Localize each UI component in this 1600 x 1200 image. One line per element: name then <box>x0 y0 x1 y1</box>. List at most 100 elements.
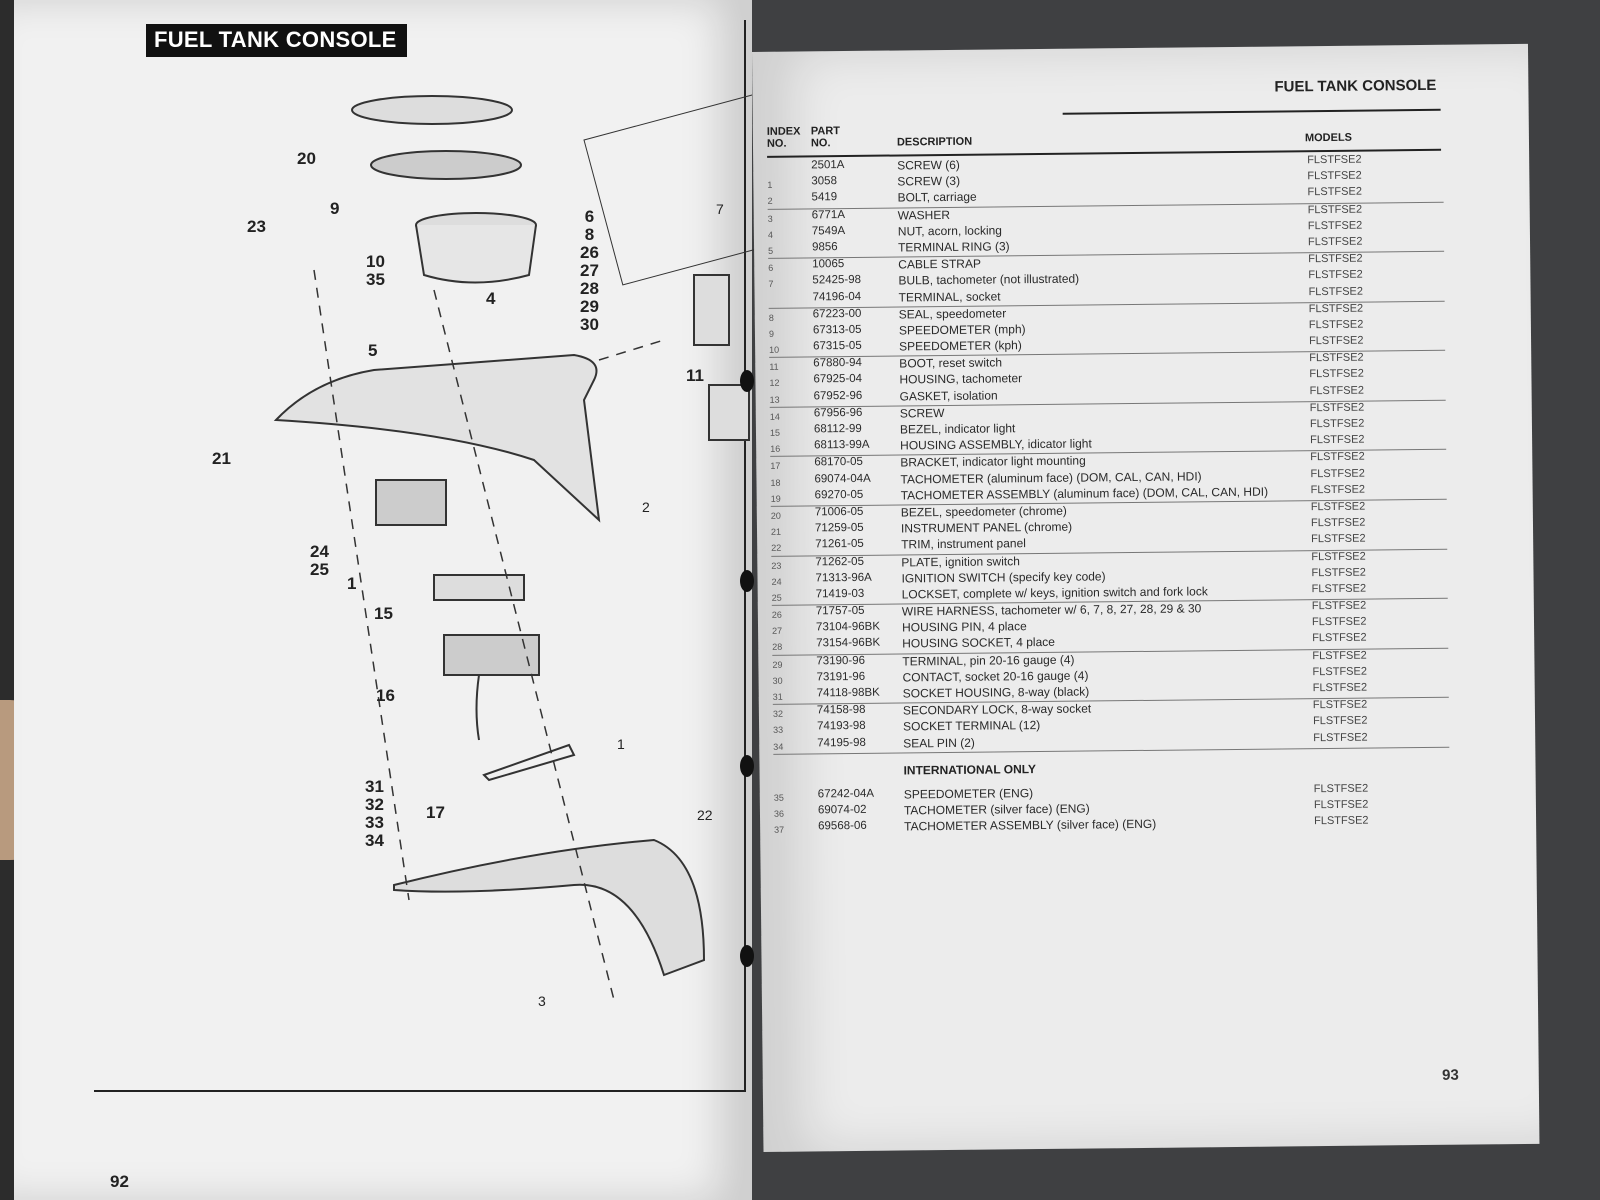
index-cell: 27 <box>772 625 783 637</box>
part-number-cell: 71259-05 <box>814 521 864 535</box>
tachometer-part <box>693 274 730 346</box>
model-cell: FLSTFSE2 <box>1308 285 1364 298</box>
index-cell: 31 <box>772 691 783 702</box>
index-cell: 7 <box>768 279 774 290</box>
part-number-cell: 69270-05 <box>814 488 864 502</box>
model-cell: FLSTFSE2 <box>1310 467 1365 480</box>
description-cell: TRIM, instrument panel <box>901 536 1026 552</box>
part-number-cell: 74193-98 <box>817 720 866 733</box>
description-cell: WIRE HARNESS, tachometer w/ 6, 7, 8, 27,… <box>901 601 1202 619</box>
instrument-panel-part <box>273 353 601 523</box>
index-cell: 14 <box>769 411 780 422</box>
part-number-cell: 6771A <box>811 208 846 221</box>
column-header-description: DESCRIPTION <box>896 135 973 149</box>
part-number-cell: 3058 <box>811 175 838 188</box>
index-cell: 2 <box>767 196 773 207</box>
index-cell: 34 <box>773 741 784 752</box>
part-number-cell: 67313-05 <box>812 323 862 337</box>
model-cell: FLSTFSE2 <box>1311 566 1366 579</box>
index-cell: 22 <box>771 543 782 554</box>
callout-22: 22 <box>697 807 713 823</box>
exploded-diagram <box>273 94 764 1001</box>
wiring-box <box>583 94 764 286</box>
right-page: FUEL TANK CONSOLE INDEX NO. PART NO. DES… <box>752 43 1540 1152</box>
model-cell: FLSTFSE2 <box>1312 649 1367 662</box>
description-cell: SCREW <box>899 405 945 421</box>
index-cell: 5 <box>768 245 774 256</box>
part-number-cell: 71006-05 <box>814 505 864 519</box>
description-cell: SOCKET HOUSING, 8-way (black) <box>902 684 1090 701</box>
model-cell: FLSTFSE2 <box>1312 665 1367 678</box>
index-cell: 17 <box>770 461 781 472</box>
model-cell: FLSTFSE2 <box>1311 532 1366 546</box>
part-number-cell: 68112-99 <box>813 422 862 436</box>
description-cell: SEAL, speedometer <box>898 306 1007 322</box>
model-cell: FLSTFSE2 <box>1307 203 1363 216</box>
indicator-housing-part <box>443 634 540 676</box>
part-number-cell: 71419-03 <box>815 587 865 601</box>
part-number-cell: 67315-05 <box>813 339 862 353</box>
index-cell: 12 <box>769 378 780 389</box>
part-number-cell: 69568-06 <box>818 819 867 833</box>
model-cell: FLSTFSE2 <box>1312 698 1368 712</box>
model-cell: FLSTFSE2 <box>1311 599 1367 613</box>
model-cell: FLSTFSE2 <box>1311 582 1367 596</box>
description-cell: SPEEDOMETER (mph) <box>898 322 1026 338</box>
model-cell: FLSTFSE2 <box>1310 450 1365 464</box>
model-cell: FLSTFSE2 <box>1312 632 1367 645</box>
index-cell: 11 <box>769 361 779 373</box>
callout-2: 2 <box>642 499 650 515</box>
part-number-cell: 67925-04 <box>813 373 863 386</box>
index-cell: 23 <box>771 560 782 571</box>
index-cell: 36 <box>773 808 785 819</box>
part-number-cell: 71313-96A <box>815 571 872 585</box>
index-cell: 21 <box>770 526 782 537</box>
part-number-cell: 73154-96BK <box>816 637 881 650</box>
callout-31-34: 31 32 33 34 <box>365 777 384 850</box>
index-cell: 30 <box>772 675 783 686</box>
trim-ring-part <box>351 95 513 125</box>
description-cell: SPEEDOMETER (ENG) <box>903 785 1034 802</box>
description-cell: BOLT, carriage <box>897 190 977 205</box>
ignition-switch-part <box>375 479 447 526</box>
part-number-cell: 74195-98 <box>817 736 866 749</box>
model-cell: FLSTFSE2 <box>1307 153 1362 167</box>
left-page: FUEL TANK CONSOLE 20 9 23 10 35 6 8 26 2… <box>14 0 764 1200</box>
callout-4: 4 <box>486 289 496 308</box>
part-number-cell: 68170-05 <box>814 456 863 469</box>
model-cell: FLSTFSE2 <box>1312 714 1368 728</box>
part-number-cell: 5419 <box>811 191 838 204</box>
description-cell: CONTACT, socket 20-16 gauge (4) <box>902 668 1089 685</box>
description-cell: INSTRUMENT PANEL (chrome) <box>900 519 1073 536</box>
model-cell: FLSTFSE2 <box>1307 235 1363 249</box>
part-number-cell: 71262-05 <box>815 555 865 568</box>
page-number: 93 <box>1441 1066 1459 1084</box>
tach-housing-part <box>708 384 750 441</box>
part-number-cell: 69074-04A <box>814 472 871 485</box>
index-cell: 18 <box>770 477 781 488</box>
indicator-bezel-part <box>433 574 525 601</box>
index-cell: 25 <box>771 592 782 603</box>
callout-11: 11 <box>686 366 704 385</box>
part-number-cell: 67242-04A <box>817 787 875 801</box>
model-cell: FLSTFSE2 <box>1310 500 1366 514</box>
callout-9: 9 <box>330 199 340 218</box>
binding-hole <box>740 755 754 777</box>
index-cell: 15 <box>769 427 781 438</box>
description-cell: TERMINAL, socket <box>898 288 1001 304</box>
callout-10-35: 10 35 <box>366 252 385 289</box>
description-cell: BULB, tachometer (not illustrated) <box>898 271 1080 288</box>
model-cell: FLSTFSE2 <box>1307 185 1362 199</box>
binding-hole <box>740 945 754 967</box>
page-title: FUEL TANK CONSOLE <box>146 24 407 57</box>
trim-part <box>393 838 706 977</box>
part-number-cell: 74158-98 <box>816 704 866 717</box>
description-cell: SPEEDOMETER (kph) <box>899 338 1022 354</box>
model-cell: FLSTFSE2 <box>1313 798 1369 812</box>
model-cell: FLSTFSE2 <box>1308 302 1364 315</box>
model-cell: FLSTFSE2 <box>1311 615 1367 629</box>
model-cell: FLSTFSE2 <box>1309 384 1365 397</box>
index-cell: 35 <box>773 792 784 803</box>
description-cell: NUT, acorn, locking <box>897 223 1002 239</box>
description-cell: SEAL PIN (2) <box>903 735 975 751</box>
